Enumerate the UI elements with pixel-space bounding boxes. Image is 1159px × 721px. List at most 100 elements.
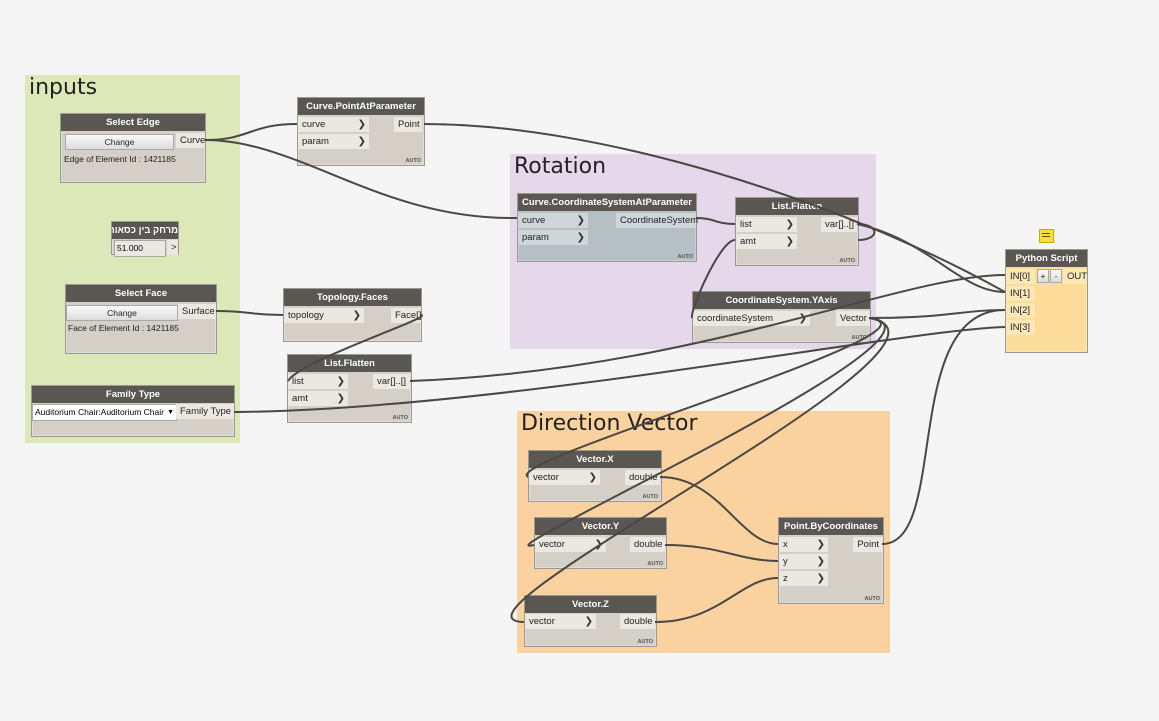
remove-input-button[interactable]: - bbox=[1050, 269, 1062, 283]
node-topology-faces[interactable]: Topology.Faces topology❯ Face[] bbox=[283, 288, 422, 342]
input-port-in3[interactable]: IN[3] bbox=[1006, 320, 1035, 335]
port-label: list bbox=[292, 376, 304, 387]
chevron-right-icon: ❯ bbox=[798, 313, 807, 324]
output-port-var[interactable]: var[]..[] bbox=[821, 217, 857, 232]
port-label: vector bbox=[539, 539, 565, 550]
chevron-right-icon: ❯ bbox=[785, 236, 794, 247]
chevron-right-icon: ❯ bbox=[588, 472, 597, 483]
output-port-point[interactable]: Point bbox=[394, 117, 422, 132]
input-port-param[interactable]: param ❯ bbox=[298, 134, 369, 149]
input-port-z[interactable]: z❯ bbox=[779, 571, 828, 586]
family-type-dropdown[interactable]: Auditorium Chair:Auditorium Chair ▼ bbox=[32, 404, 177, 421]
input-port-in2[interactable]: IN[2] bbox=[1006, 303, 1035, 318]
output-port-out[interactable]: OUT bbox=[1063, 269, 1087, 284]
node-title: CoordinateSystem.YAxis bbox=[693, 292, 870, 309]
port-label: y bbox=[783, 556, 788, 567]
group-title-inputs: inputs bbox=[29, 75, 98, 100]
lacing-indicator: AUTO bbox=[851, 335, 867, 341]
lacing-indicator: AUTO bbox=[392, 415, 408, 421]
node-number-input[interactable]: מרחק בין כסאות 51.000 > bbox=[111, 221, 179, 257]
node-title: Curve.PointAtParameter bbox=[298, 98, 424, 115]
node-title: Python Script bbox=[1006, 250, 1087, 267]
input-port-in0[interactable]: IN[0] bbox=[1006, 269, 1035, 284]
port-label: vector bbox=[529, 616, 555, 627]
input-port-vector[interactable]: vector ❯ bbox=[529, 470, 600, 485]
node-title: Vector.X bbox=[529, 451, 661, 468]
node-python-script[interactable]: Python Script IN[0] + - OUT IN[1] IN[2] … bbox=[1005, 249, 1088, 353]
node-title: Family Type bbox=[32, 386, 234, 403]
wire-yaxis-to-python bbox=[868, 309, 1006, 319]
node-select-face[interactable]: Select Face Change Surface Face of Eleme… bbox=[65, 284, 217, 354]
output-port-var[interactable]: var[]..[] bbox=[373, 374, 410, 389]
chevron-right-icon: ❯ bbox=[352, 310, 361, 321]
chevron-right-icon: ❯ bbox=[594, 539, 603, 550]
output-port-point[interactable]: Point bbox=[853, 537, 883, 552]
output-port-double[interactable]: double bbox=[620, 614, 655, 629]
input-port-curve[interactable]: curve❯ bbox=[518, 213, 588, 228]
lacing-indicator: AUTO bbox=[839, 258, 855, 264]
node-title: List.Flatten bbox=[288, 355, 411, 372]
lacing-indicator: AUTO bbox=[677, 254, 693, 260]
node-vector-z[interactable]: Vector.Z vector❯ double AUTO bbox=[524, 595, 657, 647]
node-family-type[interactable]: Family Type Auditorium Chair:Auditorium … bbox=[31, 385, 235, 437]
port-label: param bbox=[302, 136, 329, 147]
input-port-y[interactable]: y❯ bbox=[779, 554, 828, 569]
node-title: Select Face bbox=[66, 285, 216, 302]
input-port-curve[interactable]: curve❯ bbox=[298, 117, 369, 132]
node-curve-coordinate-system-at-parameter[interactable]: Curve.CoordinateSystemAtParameter curve❯… bbox=[517, 193, 698, 262]
node-point-by-coordinates[interactable]: Point.ByCoordinates x❯ y❯ z❯ Point AUTO bbox=[778, 517, 884, 604]
lacing-indicator: AUTO bbox=[405, 158, 421, 164]
add-input-button[interactable]: + bbox=[1037, 269, 1049, 283]
port-label: x bbox=[783, 539, 788, 550]
element-info: Face of Element Id : 1421185 bbox=[68, 323, 179, 333]
node-select-edge[interactable]: Select Edge Change Curve Edge of Element… bbox=[60, 113, 206, 183]
change-button[interactable]: Change bbox=[65, 134, 174, 150]
change-button[interactable]: Change bbox=[66, 305, 178, 321]
port-label: amt bbox=[292, 393, 308, 404]
input-port-coordinate-system[interactable]: coordinateSystem ❯ bbox=[693, 311, 810, 326]
input-port-amt[interactable]: amt❯ bbox=[288, 391, 348, 406]
port-label: vector bbox=[533, 472, 559, 483]
output-port[interactable]: > bbox=[167, 240, 178, 255]
input-port-vector[interactable]: vector ❯ bbox=[535, 537, 606, 552]
port-label: z bbox=[783, 573, 788, 584]
input-port-in1[interactable]: IN[1] bbox=[1006, 286, 1035, 301]
output-port-face[interactable]: Face[] bbox=[391, 308, 421, 323]
group-title-rotation: Rotation bbox=[514, 154, 607, 179]
node-list-flatten-1[interactable]: List.Flatten list❯ amt❯ var[]..[] AUTO bbox=[287, 354, 412, 423]
chevron-right-icon: ❯ bbox=[576, 215, 585, 226]
output-port-curve[interactable]: Curve bbox=[176, 133, 205, 148]
port-label: topology bbox=[288, 310, 324, 321]
node-vector-y[interactable]: Vector.Y vector❯ double AUTO bbox=[534, 517, 667, 569]
input-port-list[interactable]: list❯ bbox=[288, 374, 348, 389]
input-port-vector[interactable]: vector❯ bbox=[525, 614, 596, 629]
note-icon[interactable] bbox=[1039, 229, 1054, 243]
input-port-param[interactable]: param❯ bbox=[518, 230, 588, 245]
input-port-x[interactable]: x❯ bbox=[779, 537, 828, 552]
input-port-list[interactable]: list❯ bbox=[736, 217, 797, 232]
node-title: Vector.Y bbox=[535, 518, 666, 535]
port-label: coordinateSystem bbox=[697, 313, 774, 324]
wire-point-to-python-in2 bbox=[881, 309, 1006, 545]
output-port-vector[interactable]: Vector bbox=[836, 311, 870, 326]
node-vector-x[interactable]: Vector.X vector❯ double AUTO bbox=[528, 450, 662, 502]
input-port-topology[interactable]: topology ❯ bbox=[284, 308, 364, 323]
node-title: List.Flatten bbox=[736, 198, 858, 215]
node-title: Vector.Z bbox=[525, 596, 656, 613]
chevron-right-icon: ❯ bbox=[357, 136, 366, 147]
chevron-right-icon: ❯ bbox=[816, 556, 825, 567]
group-title-direction-vector: Direction Vector bbox=[521, 411, 698, 436]
wire-flatten2-to-python bbox=[856, 223, 1006, 293]
output-port-coordinate-system[interactable]: CoordinateSystem bbox=[616, 213, 698, 228]
node-coordinate-system-yaxis[interactable]: CoordinateSystem.YAxis coordinateSystem ❯… bbox=[692, 291, 871, 343]
output-port-double[interactable]: double bbox=[625, 470, 660, 485]
output-port-double[interactable]: double bbox=[630, 537, 665, 552]
node-title: Select Edge bbox=[61, 114, 205, 131]
lacing-indicator: AUTO bbox=[864, 596, 880, 602]
input-port-amt[interactable]: amt❯ bbox=[736, 234, 797, 249]
node-list-flatten-2[interactable]: List.Flatten list❯ amt❯ var[]..[] AUTO bbox=[735, 197, 859, 266]
node-curve-point-at-parameter[interactable]: Curve.PointAtParameter curve❯ param ❯ Poi… bbox=[297, 97, 425, 166]
number-value-field[interactable]: 51.000 bbox=[114, 240, 166, 257]
output-port-family-type[interactable]: Family Type bbox=[176, 404, 234, 419]
output-port-surface[interactable]: Surface bbox=[178, 304, 216, 319]
